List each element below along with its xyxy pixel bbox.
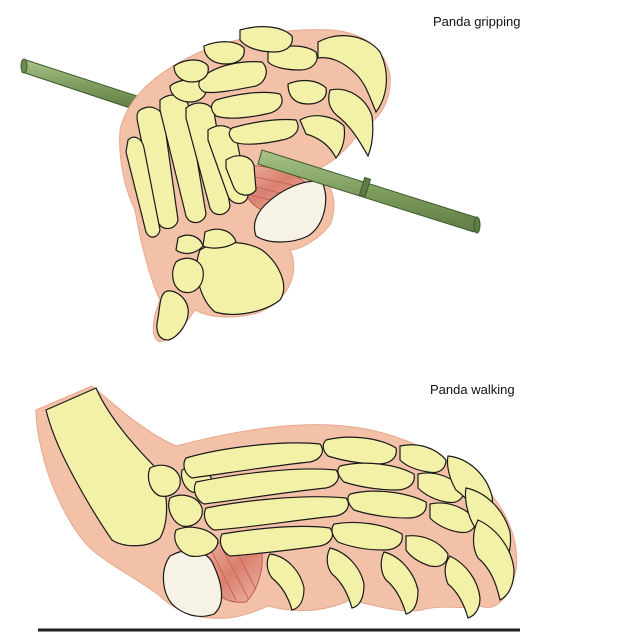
- walking-paw: [36, 386, 520, 630]
- gripping-paw: [21, 27, 480, 342]
- bamboo-stick: [21, 59, 140, 110]
